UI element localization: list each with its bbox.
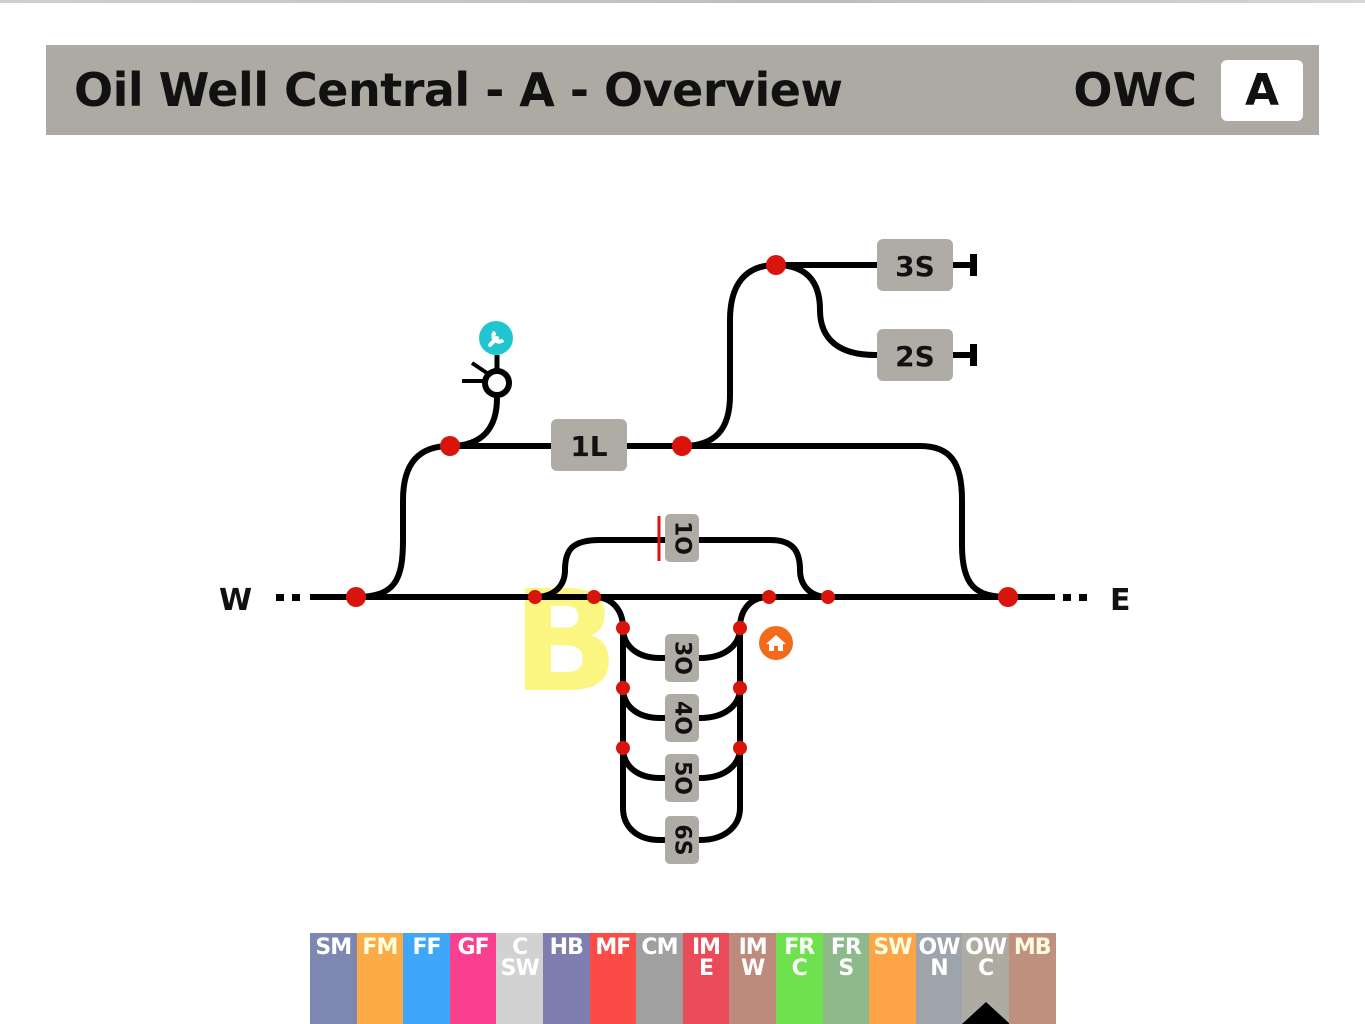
nav-tab-sublabel: N (930, 956, 948, 981)
nav-tab-label: HB (549, 935, 584, 960)
nav-tab-label: FM (362, 935, 398, 960)
svg-text:4O: 4O (670, 701, 695, 735)
nav-tab-sublabel: C (791, 956, 808, 981)
top-edge (0, 0, 1365, 3)
junction-node[interactable] (528, 590, 542, 604)
platform-1l[interactable]: 1L (551, 419, 627, 471)
nav-tab-mb[interactable]: MB (1008, 933, 1056, 1024)
west-continuation (276, 594, 300, 601)
platform-3s[interactable]: 3S (877, 239, 953, 291)
nav-tab-label: C (512, 935, 528, 960)
home-icon[interactable] (759, 626, 793, 660)
junction-node[interactable] (346, 587, 366, 607)
svg-text:5O: 5O (670, 761, 695, 795)
nav-tab-fm[interactable]: FM (356, 933, 404, 1024)
platform-1o[interactable]: 1O (665, 514, 699, 562)
nav-tab-label: IM (692, 935, 721, 960)
north-branch-track (681, 262, 777, 449)
nav-tab-cm[interactable]: CM (636, 933, 683, 1024)
upper-line-track (450, 443, 1009, 600)
nav-tab-label: SW (873, 935, 912, 960)
nav-tab-label: FF (412, 935, 441, 960)
nav-tab-sublabel: S (838, 956, 854, 981)
nav-tab-gf[interactable]: GF (449, 933, 497, 1024)
nav-tab-sublabel: C (978, 956, 994, 981)
nav-tab-label: FR (784, 935, 815, 960)
signal[interactable] (462, 355, 512, 398)
svg-text:1L: 1L (570, 430, 607, 463)
nav-tab-label: MF (595, 935, 631, 960)
header-bar: Oil Well Central - A - Overview OWC A (46, 45, 1319, 135)
junction-nodes (346, 255, 1018, 755)
buffer-stop-3s (952, 254, 977, 276)
nav-tab-sublabel: E (699, 956, 714, 981)
nav-tab-label: SM (315, 935, 352, 960)
page-title: Oil Well Central - A - Overview (74, 63, 843, 117)
nav-tab-sm[interactable]: SM (310, 933, 357, 1024)
junction-node[interactable] (440, 436, 460, 456)
platform-4o[interactable]: 4O (665, 694, 699, 742)
nav-tab-label: OW (918, 935, 961, 960)
zone-marker: B (512, 561, 619, 724)
nav-tab-label: IM (738, 935, 768, 960)
platform-6s[interactable]: 6S (665, 816, 699, 864)
svg-text:2S: 2S (895, 340, 935, 373)
platform-3o[interactable]: 3O (665, 634, 699, 682)
nav-tab-label: FR (830, 935, 862, 960)
svg-text:3O: 3O (670, 641, 695, 675)
station-code: OWC (1073, 63, 1197, 117)
east-continuation (1063, 594, 1087, 601)
nav-tab-mf[interactable]: MF (589, 933, 637, 1024)
nav-tab-hb[interactable]: HB (542, 933, 590, 1024)
svg-text:6S: 6S (670, 824, 695, 855)
direction-east-label: E (1110, 583, 1131, 618)
svg-text:3S: 3S (895, 250, 935, 283)
nav-tab-sw[interactable]: SW (869, 933, 916, 1024)
junction-node[interactable] (587, 590, 601, 604)
junction-node[interactable] (762, 590, 776, 604)
junction-node[interactable] (821, 590, 835, 604)
junction-node[interactable] (766, 255, 786, 275)
wrench-icon[interactable] (479, 321, 513, 355)
active-tab-indicator (961, 1002, 1010, 1024)
west-branch-track (355, 443, 451, 600)
junction-node[interactable] (733, 621, 747, 635)
nav-tab-sublabel: SW (500, 956, 540, 981)
svg-text:1O: 1O (670, 521, 695, 555)
junction-node[interactable] (616, 741, 630, 755)
junction-node[interactable] (733, 741, 747, 755)
platform-5o[interactable]: 5O (665, 754, 699, 802)
nav-tab-label: GF (457, 935, 490, 960)
junction-node[interactable] (616, 621, 630, 635)
variant-badge[interactable]: A (1221, 60, 1303, 121)
nav-tab-label: OW (965, 935, 1007, 960)
junction-node[interactable] (672, 436, 692, 456)
maintenance-spur-track (449, 397, 500, 449)
nav-tab-label: MB (1013, 935, 1052, 960)
junction-node[interactable] (733, 681, 747, 695)
siding-2s-track (775, 262, 955, 358)
buffer-stop-2s (952, 344, 977, 366)
direction-west-label: W (219, 583, 252, 618)
platform-2s[interactable]: 2S (877, 329, 953, 381)
nav-tab-ff[interactable]: FF (403, 933, 450, 1024)
junction-node[interactable] (998, 587, 1018, 607)
nav-tab-sublabel: W (741, 956, 765, 981)
junction-node[interactable] (616, 681, 630, 695)
nav-tab-label: CM (641, 935, 678, 960)
